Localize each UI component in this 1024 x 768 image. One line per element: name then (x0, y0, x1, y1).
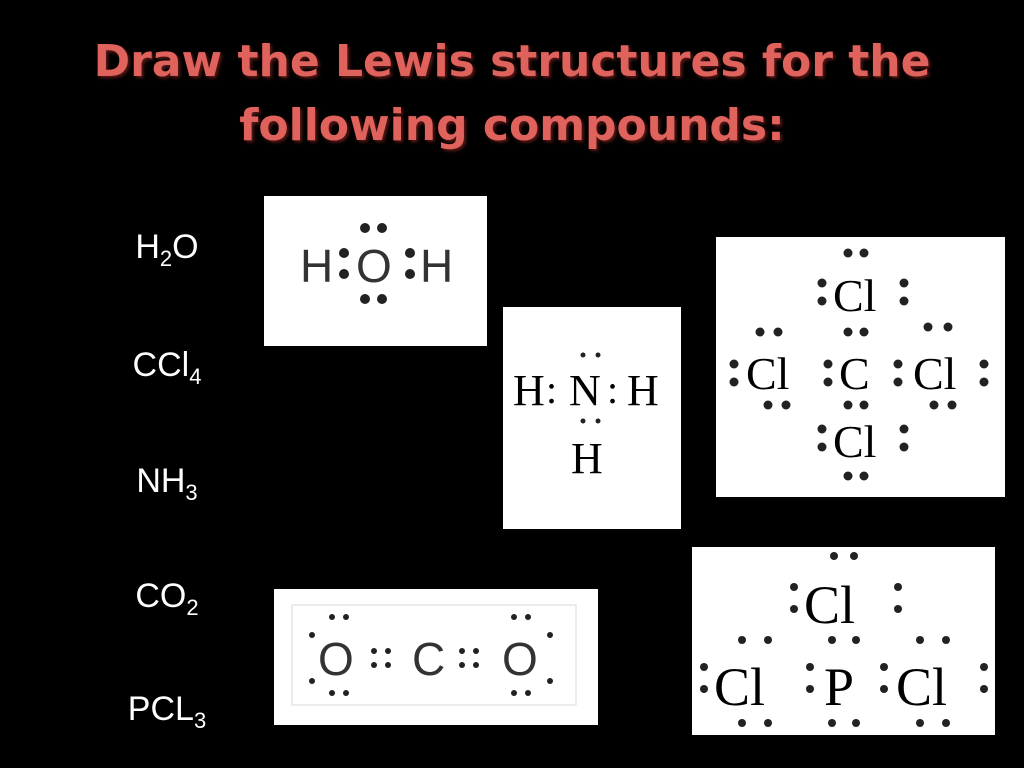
pcl3-atom-right: Cl (896, 657, 947, 717)
formula-h2o: H2O (135, 228, 199, 271)
ccl4-atom-top: Cl (833, 270, 876, 321)
nh3-colon-left: : (546, 367, 557, 412)
pcl3-lewis-diagram: Cl Cl P Cl (700, 552, 988, 727)
co2-lewis-card: O C O (274, 589, 598, 725)
nh3-atom-center: N (569, 366, 601, 415)
ccl4-lewis-diagram: Cl Cl C Cl Cl (729, 248, 989, 481)
h2o-lewis-diagram: H O H (300, 223, 453, 304)
co2-atom-left: O (318, 633, 354, 685)
formula-pcl3: PCL3 (127, 690, 207, 733)
ccl4-atom-center: C (839, 348, 870, 399)
nh3-atom-bottom: H (571, 434, 603, 483)
nh3-lewis-diagram: H : N : H H (513, 352, 659, 483)
pcl3-lewis-card: Cl Cl P Cl (692, 547, 995, 735)
ccl4-atom-left: Cl (746, 348, 789, 399)
formula-ccl4: CCl4 (132, 346, 202, 389)
nh3-atom-right: H (627, 366, 659, 415)
title-line-2: following compounds: (239, 100, 785, 151)
nh3-atom-left: H (513, 366, 545, 415)
co2-electron-dots (309, 614, 553, 696)
h2o-atom-left: H (300, 240, 333, 292)
ccl4-atom-right: Cl (913, 348, 956, 399)
nh3-electron-dots (580, 352, 601, 424)
pcl3-atom-top: Cl (804, 575, 855, 635)
h2o-atom-right: H (420, 240, 453, 292)
pcl3-electron-dots (700, 552, 988, 727)
pcl3-atom-left: Cl (714, 657, 765, 717)
formula-nh3: NH3 (136, 462, 198, 505)
h2o-electron-dots (339, 223, 415, 304)
title-line-1: Draw the Lewis structures for the (93, 36, 931, 87)
ccl4-lewis-card: Cl Cl C Cl Cl (716, 237, 1005, 497)
ccl4-atom-bottom: Cl (833, 416, 876, 467)
h2o-lewis-card: H O H (264, 196, 487, 346)
ccl4-electron-dots (729, 248, 989, 481)
formula-co2: CO2 (135, 577, 199, 620)
co2-lewis-diagram: O C O (291, 604, 577, 706)
co2-atom-center: C (412, 633, 445, 685)
slide-title: Draw the Lewis structures for the follow… (0, 30, 1024, 158)
h2o-atom-center: O (356, 240, 392, 292)
pcl3-atom-center: P (824, 657, 854, 717)
co2-atom-right: O (502, 633, 538, 685)
nh3-colon-right: : (607, 367, 618, 412)
nh3-lewis-card: H : N : H H (503, 307, 681, 529)
